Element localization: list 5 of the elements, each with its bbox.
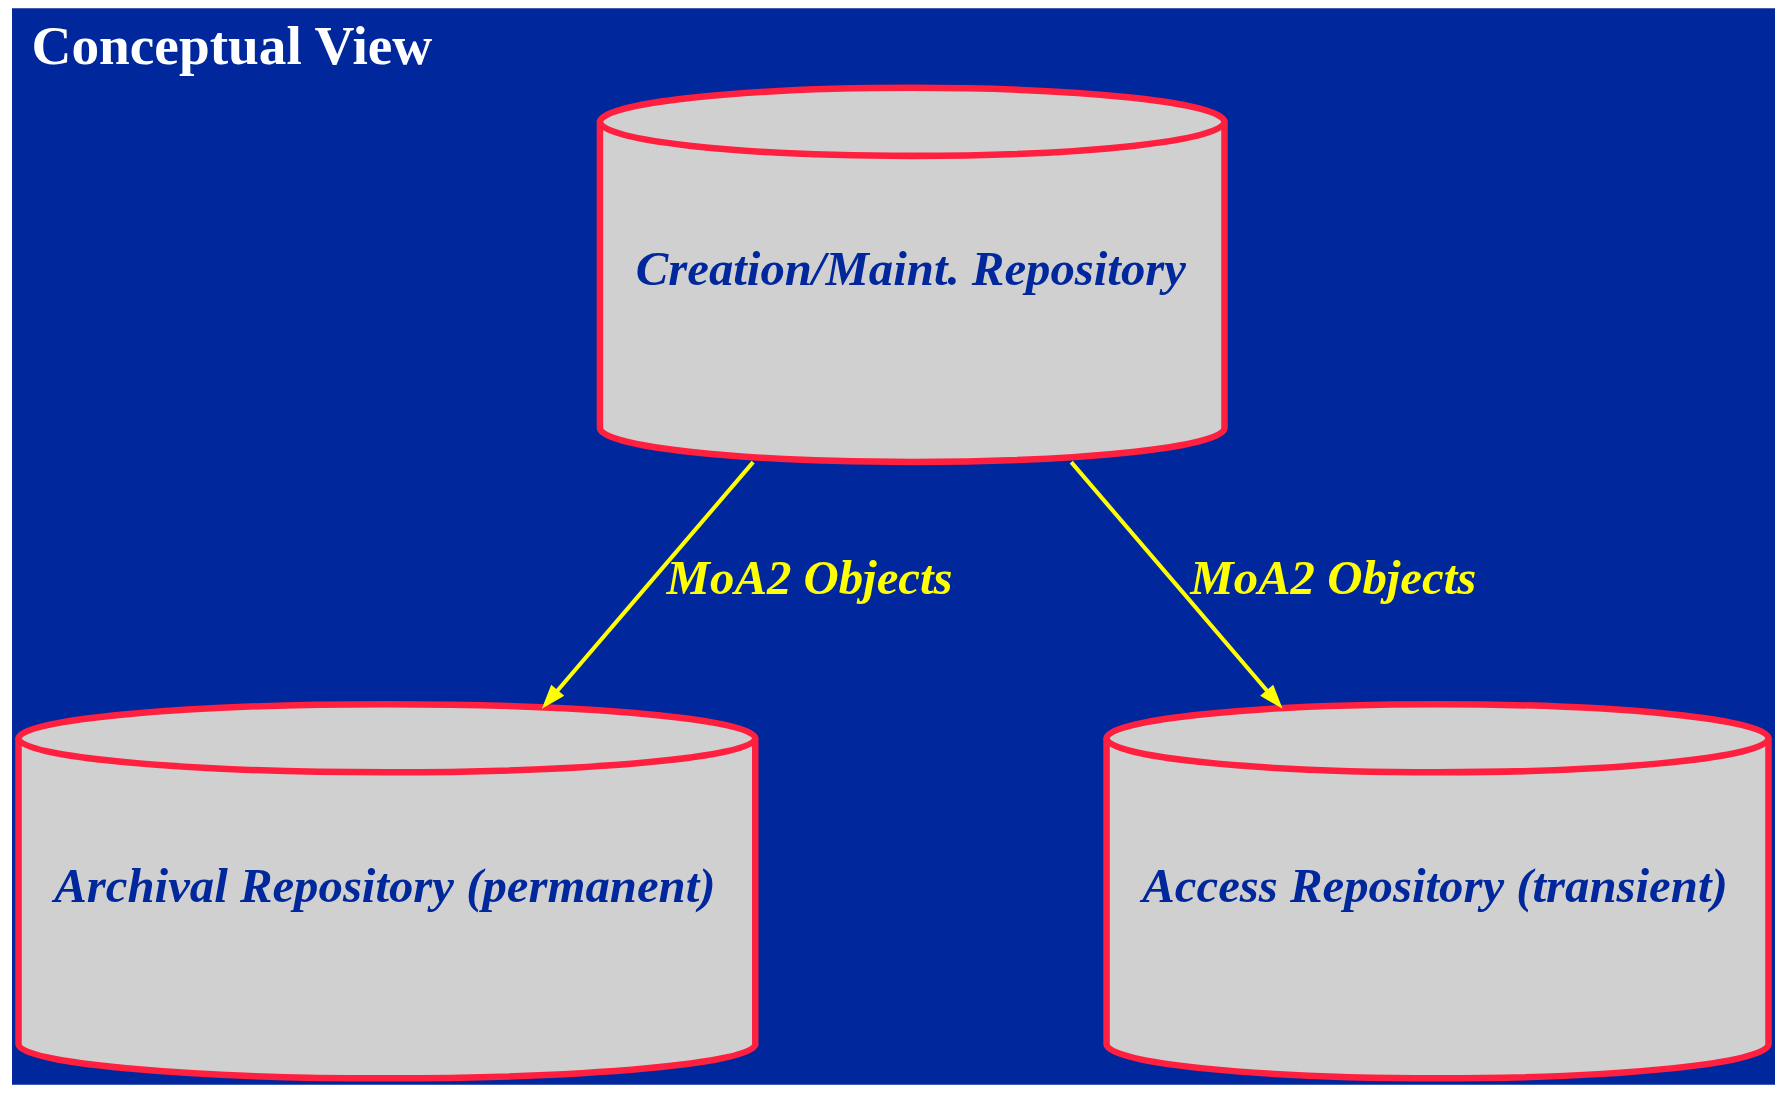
arrow bbox=[1069, 460, 1283, 709]
edge-label: MoA2 Objects bbox=[1189, 550, 1476, 605]
arrow bbox=[541, 460, 755, 709]
edge-label: MoA2 Objects bbox=[666, 550, 953, 605]
diagram-title: Conceptual View bbox=[31, 14, 432, 76]
